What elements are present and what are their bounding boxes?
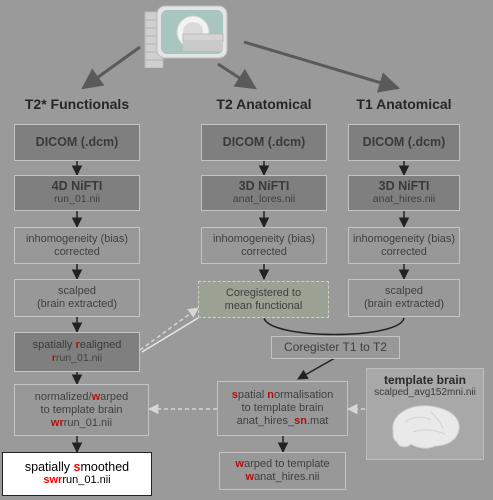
template-brain-file: scalped_avg152mni.nii (374, 387, 476, 398)
functional-scalped-box: scalped (brain extracted) (14, 279, 140, 317)
t1-scalped-line2: (brain extracted) (363, 298, 445, 310)
coreg-to-realign-arrow (141, 317, 199, 353)
scanner-to-functional-arrow (81, 45, 141, 90)
mri-scanner-icon (144, 5, 228, 68)
t2-nifti-file: anat_lores.nii (232, 193, 296, 205)
spatial-normalisation-box: spatial normalisation to template brain … (217, 381, 348, 436)
t2-coreg-line1: Coregistered to (225, 286, 302, 299)
t2-coregistered-box: Coregistered to mean functional (198, 281, 329, 318)
coregister-t1-t2-label: Coregister T1 to T2 (284, 340, 387, 354)
warped-line1: warped to template (235, 458, 330, 470)
functional-normalized-file: wrrun_01.nii (50, 416, 113, 429)
spatial-norm-file: anat_hires_sn.mat (236, 415, 329, 427)
functional-scalped-line1: scalped (58, 285, 96, 297)
spatial-norm-line1: spatial normalisation (231, 389, 334, 401)
t2-dicom-box: DICOM (.dcm) (201, 124, 327, 161)
t2-bias-box: inhomogeneity (bias) corrected (201, 227, 327, 264)
functional-scalped-line2: (brain extracted) (36, 298, 118, 310)
functional-smoothed-file: swrrun_01.nii (43, 474, 111, 486)
functional-normalized-line2: to template brain (40, 403, 123, 416)
t1-dicom-box: DICOM (.dcm) (348, 124, 460, 161)
realign-to-coreg-dashed-arrow (139, 307, 199, 351)
t2-nifti-box: 3D NiFTI anat_lores.nii (201, 175, 327, 211)
t2-dicom-label: DICOM (.dcm) (222, 135, 306, 149)
t1-scalped-line1: scalped (385, 285, 423, 297)
functional-nifti-title: 4D NiFTI (51, 179, 103, 193)
t1-nifti-title: 3D NiFTI (378, 179, 430, 193)
functional-bias-line1: inhomogeneity (bias) (25, 232, 129, 245)
t2-bias-line1: inhomogeneity (bias) (212, 232, 316, 245)
t1-nifti-box: 3D NiFTI anat_hires.nii (348, 175, 460, 211)
functional-column-title: T2* Functionals (24, 96, 130, 112)
coregister-t1-t2-box: Coregister T1 to T2 (271, 336, 400, 359)
functional-smoothed-line1: spatially smoothed (24, 460, 130, 474)
functional-realigned-file: rrun_01.nii (51, 352, 103, 364)
t2-bias-line2: corrected (241, 245, 287, 258)
functional-bias-box: inhomogeneity (bias) corrected (14, 227, 140, 264)
functional-nifti-box: 4D NiFTI run_01.nii (14, 175, 140, 211)
brain-icon (392, 405, 460, 449)
scanner-to-t2-arrow (217, 62, 257, 90)
functional-normalized-box: normalized/warped to template brain wrru… (14, 384, 149, 436)
functional-dicom-label: DICOM (.dcm) (35, 135, 119, 149)
t2-column-title: T2 Anatomical (216, 96, 312, 112)
functional-smoothed-box: spatially smoothed swrrun_01.nii (2, 452, 152, 496)
functional-nifti-file: run_01.nii (53, 193, 101, 205)
scanner-to-t1-arrow (243, 40, 401, 93)
functional-dicom-box: DICOM (.dcm) (14, 124, 140, 161)
t2-coreg-line2: mean functional (224, 299, 303, 312)
warped-file: wanat_hires.nii (245, 471, 320, 483)
functional-bias-line2: corrected (54, 245, 100, 258)
t2-nifti-title: 3D NiFTI (238, 179, 290, 193)
coreg-t1-t2-curve (263, 317, 405, 336)
t1-scalped-box: scalped (brain extracted) (348, 279, 460, 317)
t1-nifti-file: anat_hires.nii (372, 193, 436, 205)
t1-bias-line1: inhomogeneity (bias) (352, 232, 456, 245)
template-brain-title: template brain (383, 373, 467, 387)
functional-realigned-line1: spatially realigned (32, 339, 122, 351)
functional-normalized-line1: normalized/warped (34, 390, 129, 403)
functional-realigned-box: spatially realigned rrun_01.nii (14, 332, 140, 372)
t1-column-title: T1 Anatomical (356, 96, 452, 112)
coreg-t1-t2-drop-arrow (297, 357, 336, 380)
t1-dicom-label: DICOM (.dcm) (362, 135, 446, 149)
t1-bias-line2: corrected (381, 245, 427, 258)
t1-bias-box: inhomogeneity (bias) corrected (348, 227, 460, 264)
spatial-norm-line2: to template brain (241, 402, 324, 414)
warped-to-template-box: warped to template wanat_hires.nii (219, 452, 346, 490)
template-brain-panel: template brain scalped_avg152mni.nii (366, 368, 484, 460)
